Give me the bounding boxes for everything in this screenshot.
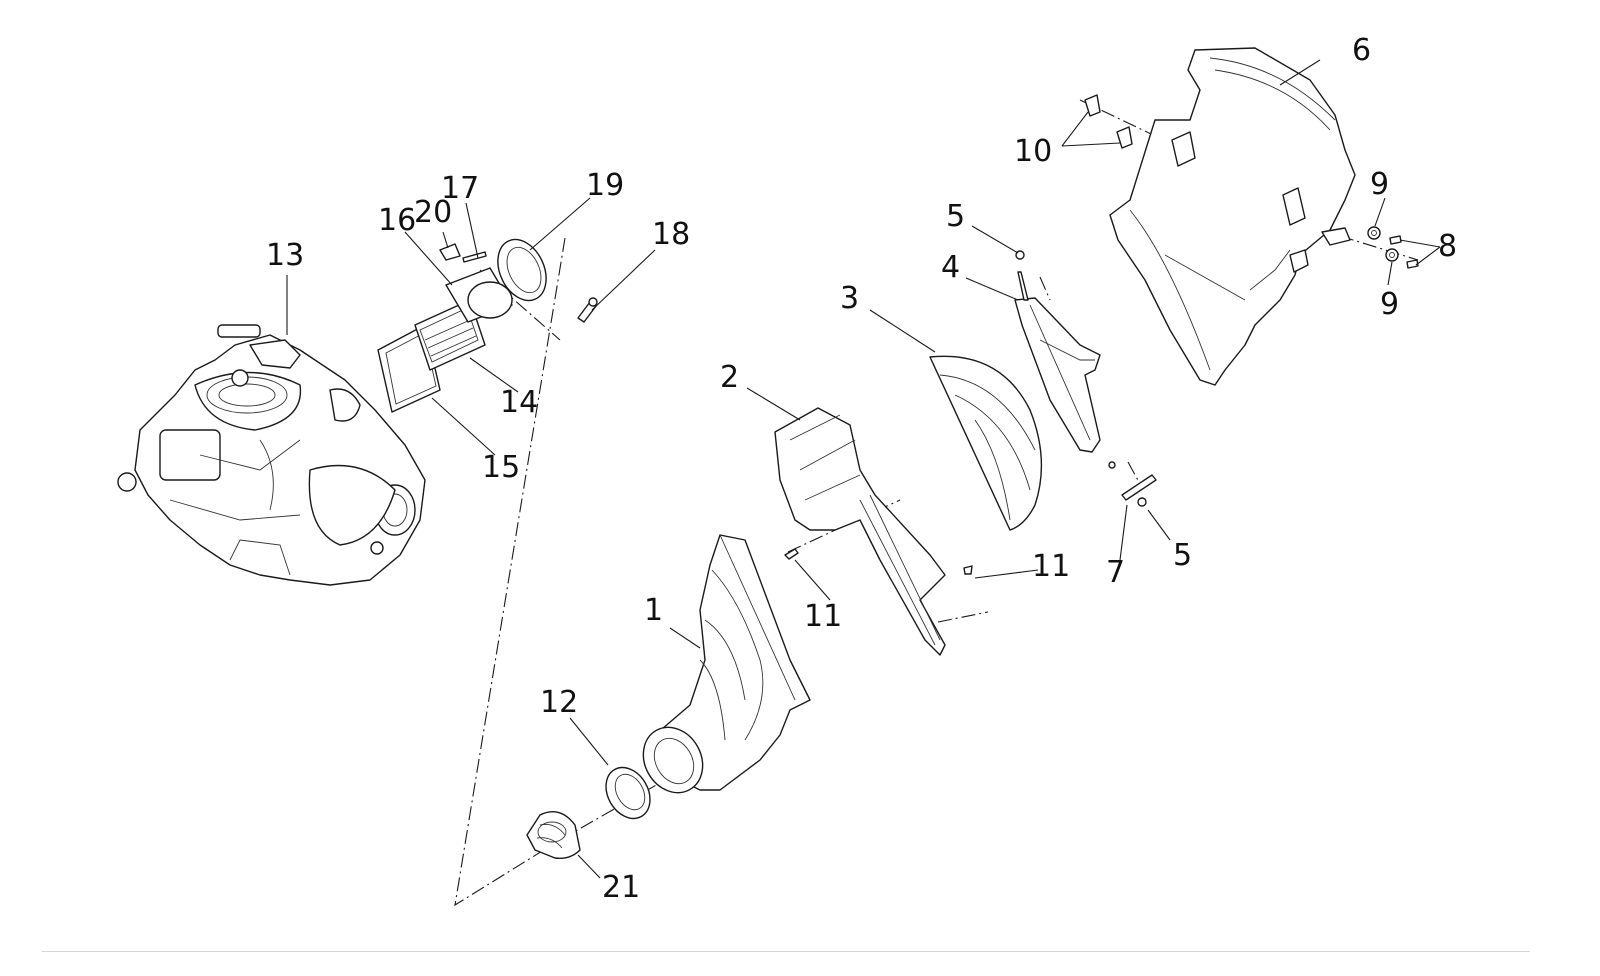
callout-14: 14 <box>500 385 538 420</box>
callout-3: 3 <box>840 281 859 316</box>
clip-parts <box>1084 94 1133 149</box>
reed-valve-part <box>377 243 513 413</box>
leader-lines <box>286 59 1441 879</box>
callout-11-right: 11 <box>1032 549 1070 584</box>
callout-16: 16 <box>378 203 416 238</box>
clamp-ring-part <box>497 238 547 302</box>
callout-18: 18 <box>652 217 690 252</box>
retainer-part <box>1108 461 1157 507</box>
callout-21: 21 <box>602 870 640 905</box>
callout-6: 6 <box>1352 33 1371 68</box>
callout-8: 8 <box>1438 229 1457 264</box>
callout-12: 12 <box>540 685 578 720</box>
footer-divider <box>42 951 1530 952</box>
callout-labels: 1 2 3 4 5 5 6 7 8 9 9 10 11 11 12 13 14 … <box>266 33 1457 905</box>
intake-duct-part <box>642 534 811 794</box>
callout-19: 19 <box>586 168 624 203</box>
callout-15: 15 <box>482 450 520 485</box>
callout-13: 13 <box>266 238 304 273</box>
callout-11-left: 11 <box>804 599 842 634</box>
callout-4: 4 <box>941 250 960 285</box>
callout-9-top: 9 <box>1370 167 1389 202</box>
bolt-part <box>577 297 598 323</box>
callout-20: 20 <box>414 195 452 230</box>
funnel-part <box>526 811 581 860</box>
callout-17: 17 <box>441 171 479 206</box>
callout-2: 2 <box>720 360 739 395</box>
callout-5-top: 5 <box>946 199 965 234</box>
callout-7: 7 <box>1106 555 1125 590</box>
callout-1: 1 <box>644 593 663 628</box>
airbox-frame-part <box>774 407 946 656</box>
air-filter-part <box>929 355 1043 531</box>
engine-part <box>117 324 426 586</box>
filter-cage-part <box>1014 250 1101 453</box>
screw-parts <box>784 548 973 575</box>
callout-5-bottom: 5 <box>1173 538 1192 573</box>
callout-10: 10 <box>1014 134 1052 169</box>
clamp-part <box>605 766 651 820</box>
callout-9-bottom: 9 <box>1380 287 1399 322</box>
fastener-parts <box>1367 226 1419 269</box>
side-panel-part <box>1109 47 1356 386</box>
